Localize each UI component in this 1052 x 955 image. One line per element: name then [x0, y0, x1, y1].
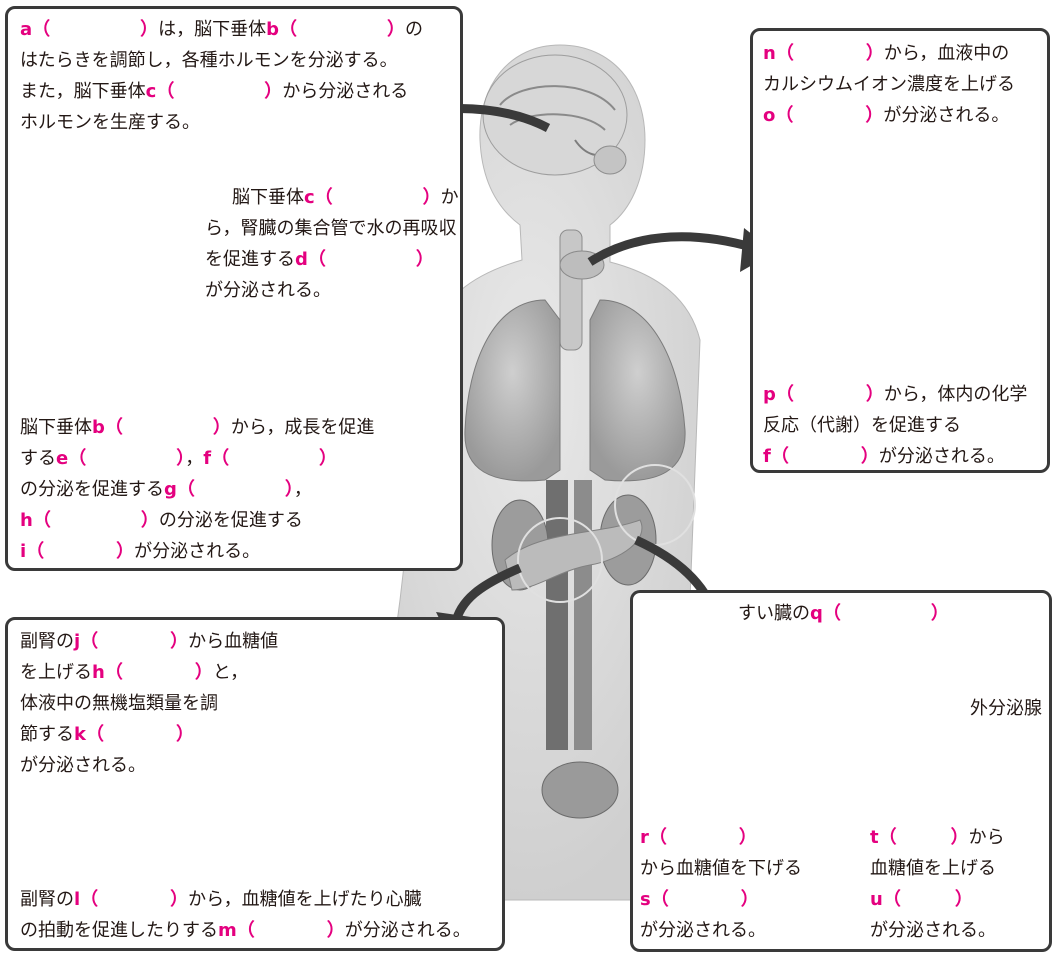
anterior-line3: の分泌を促進するg（ ）， — [20, 474, 312, 505]
posterior-line2: ら，腎臓の集合管で水の再吸収 — [205, 213, 456, 244]
thyroid-line4: p（ ）から，体内の化学 — [763, 379, 1027, 410]
pancreas-s-line2: が分泌される。 — [640, 915, 766, 946]
blank-s: s — [640, 889, 651, 910]
blank-h: h — [20, 510, 33, 531]
posterior-line4: が分泌される。 — [205, 275, 331, 306]
pancreas-r-line2: から血糖値を下げる — [640, 853, 802, 884]
blank-n: n — [763, 43, 776, 64]
pancreas-r-line1: r（ ） — [640, 822, 757, 853]
blank-e: e — [56, 448, 68, 469]
pancreas-t-line2: 血糖値を上げる — [870, 853, 996, 884]
exocrine-gland-label: 外分泌腺 — [970, 694, 1042, 720]
blank-f: f — [203, 448, 211, 469]
adrenal-line6: 副腎のl（ ）から，血糖値を上げたり心臓 — [20, 884, 422, 915]
posterior-line3: を促進するd（ ） — [205, 244, 434, 275]
blank-f2: f — [763, 446, 771, 467]
pancreas-u-line1: u（ ） — [870, 884, 973, 915]
pancreas-title: すい臓のq（ ） — [738, 598, 949, 629]
thyroid-line6: f（ ）が分泌される。 — [763, 441, 1005, 472]
blank-c: c — [146, 81, 157, 102]
pancreas-s-line1: s（ ） — [640, 884, 759, 915]
thyroid-line1: n（ ）から，血液中の — [763, 38, 1009, 69]
pituitary-line4: ホルモンを生産する。 — [20, 107, 200, 138]
adrenal-line4: 節するk（ ） — [20, 719, 194, 750]
anterior-line5: i（ ）が分泌される。 — [20, 536, 260, 567]
thyroid-line5: 反応（代謝）を促進する — [763, 410, 961, 441]
pituitary-line3: また，脳下垂体c（ ）から分泌される — [20, 76, 408, 107]
adrenal-line3: 体液中の無機塩類量を調 — [20, 688, 218, 719]
blank-p: p — [763, 384, 776, 405]
anterior-line1: 脳下垂体b（ ）から，成長を促進 — [20, 412, 374, 443]
blank-q: q — [810, 603, 823, 624]
blank-k: k — [74, 724, 86, 745]
blank-m: m — [218, 920, 237, 941]
blank-b: b — [266, 19, 279, 40]
adrenal-line7: の拍動を促進したりするm（ ）が分泌される。 — [20, 915, 471, 946]
adrenal-line2: を上げるh（ ）と， — [20, 657, 248, 688]
posterior-line1: 脳下垂体c（ ）か — [232, 182, 459, 213]
blank-g: g — [164, 479, 177, 500]
adrenal-line5: が分泌される。 — [20, 750, 146, 781]
adrenal-line1: 副腎のj（ ）から血糖値 — [20, 626, 278, 657]
thyroid-line3: o（ ）が分泌される。 — [763, 100, 1009, 131]
blank-t: t — [870, 827, 879, 848]
anterior-line2: するe（ ），f（ ） — [20, 443, 337, 474]
pituitary-line2: はたらきを調節し，各種ホルモンを分泌する。 — [20, 45, 398, 76]
blank-d: d — [295, 249, 308, 270]
pituitary-line1: a（ ）は，脳下垂体b（ ）の — [20, 14, 423, 45]
pancreas-u-line2: が分泌される。 — [870, 915, 996, 946]
blank-a: a — [20, 19, 32, 40]
blank-r: r — [640, 827, 649, 848]
blank-u: u — [870, 889, 883, 910]
blank-h2: h — [92, 662, 105, 683]
blank-o: o — [763, 105, 775, 126]
pancreas-t-line1: t（ ）から — [870, 822, 1005, 853]
thyroid-line2: カルシウムイオン濃度を上げる — [763, 69, 1015, 100]
anterior-line4: h（ ）の分泌を促進する — [20, 505, 303, 536]
